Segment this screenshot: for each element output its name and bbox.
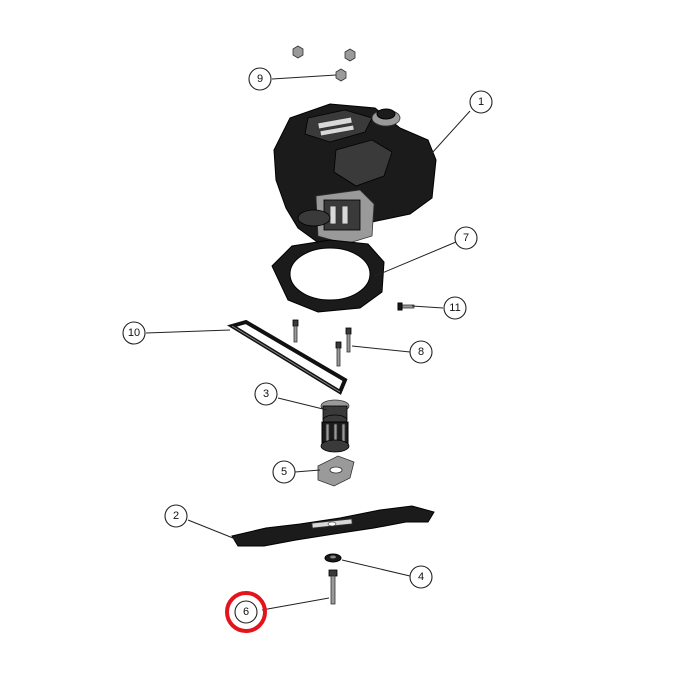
callout-6: 6 xyxy=(225,591,267,633)
callout-11: 11 xyxy=(443,296,467,320)
callout-2: 2 xyxy=(164,504,188,528)
highlight-ring xyxy=(225,591,267,633)
part-engine xyxy=(273,103,437,245)
callout-label: 4 xyxy=(418,571,424,583)
part-belt xyxy=(227,319,348,395)
callout-1: 1 xyxy=(469,90,493,114)
callout-label: 3 xyxy=(263,388,269,400)
part-washer xyxy=(324,553,342,563)
callout-9: 9 xyxy=(248,67,272,91)
leader-lines xyxy=(145,74,471,611)
callout-5: 5 xyxy=(272,460,296,484)
part-gasket-ring xyxy=(271,239,385,313)
callout-7: 7 xyxy=(454,226,478,250)
part-blade-bolt xyxy=(328,569,338,605)
callout-label: 7 xyxy=(463,232,469,244)
callout-label: 2 xyxy=(173,510,179,522)
callout-label: 6 xyxy=(243,606,249,618)
part-nuts xyxy=(292,45,356,82)
callout-10: 10 xyxy=(122,321,146,345)
callout-4: 4 xyxy=(409,565,433,589)
callout-3: 3 xyxy=(254,382,278,406)
callout-label: 8 xyxy=(418,346,424,358)
callout-8: 8 xyxy=(409,340,433,364)
callout-label: 9 xyxy=(257,73,263,85)
callout-label: 5 xyxy=(281,466,287,478)
callout-label: 10 xyxy=(128,327,140,339)
part-stiffener xyxy=(317,455,355,487)
part-blade xyxy=(231,505,435,547)
callout-label: 11 xyxy=(449,302,460,314)
part-small-bolt xyxy=(397,302,415,311)
part-bolts xyxy=(292,319,352,367)
part-blade-adapter xyxy=(320,399,350,453)
callout-label: 1 xyxy=(478,96,484,108)
